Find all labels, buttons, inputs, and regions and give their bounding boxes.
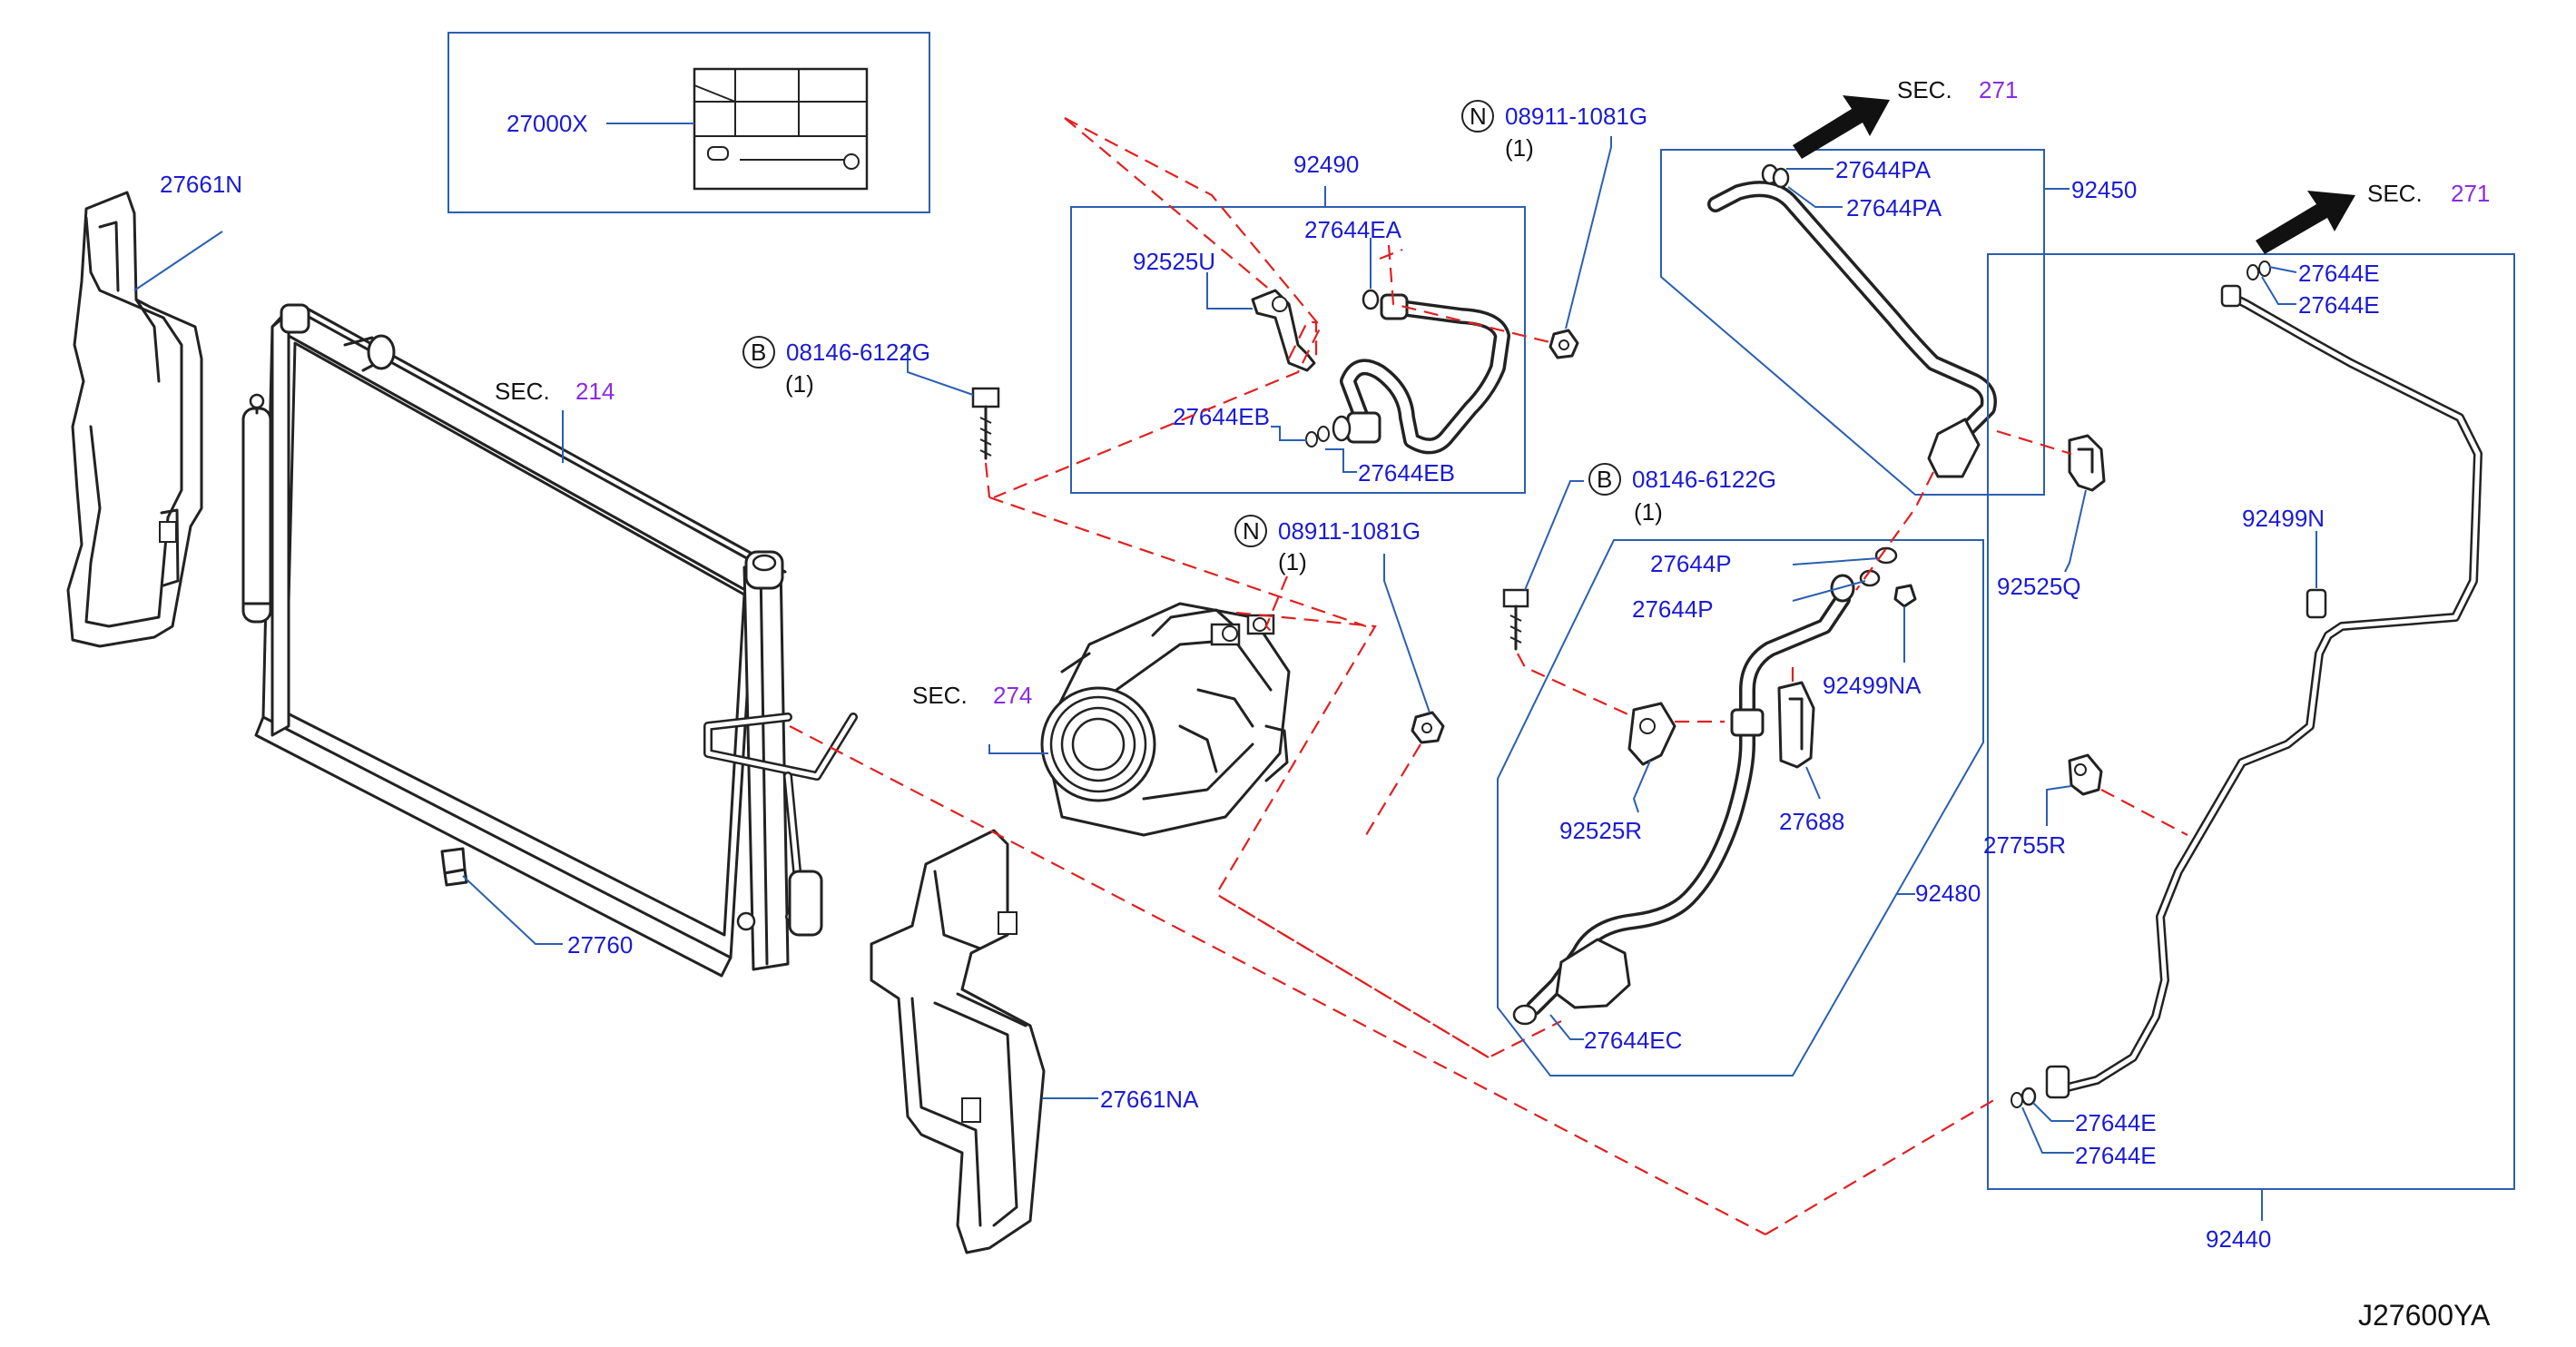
clip-27755r xyxy=(2068,753,2103,796)
label-27644e-2: 27644E xyxy=(2298,291,2380,319)
label-27644e-4: 27644E xyxy=(2075,1142,2157,1169)
label-27760: 27760 xyxy=(567,931,633,959)
label-92525u: 92525U xyxy=(1133,248,1215,275)
sec-274-number: 274 xyxy=(993,682,1032,709)
condenser xyxy=(241,303,858,978)
badge-n-a: N xyxy=(1461,100,1494,133)
compressor xyxy=(1040,602,1291,837)
hose-92480 xyxy=(1512,546,1917,1026)
label-08146-a: 08146-6122G xyxy=(786,339,930,366)
label-27644ec: 27644EC xyxy=(1584,1027,1682,1054)
label-92525r: 92525R xyxy=(1559,817,1642,844)
label-27644p-2: 27644P xyxy=(1632,595,1714,623)
pipe-92440 xyxy=(2011,261,2483,1108)
bolt-08146b xyxy=(1502,588,1529,651)
qty-08146-b: (1) xyxy=(1634,498,1663,526)
air-guide-left-upper xyxy=(66,191,203,648)
box-92440 xyxy=(1987,253,2515,1190)
label-27644ea: 27644EA xyxy=(1304,216,1402,243)
bracket-27688 xyxy=(1777,681,1815,769)
bolt-08146a xyxy=(971,387,1000,460)
label-27644eb-2: 27644EB xyxy=(1358,459,1455,487)
diagram-id: J27600YA xyxy=(2358,1299,2491,1332)
hose-92490 xyxy=(1305,289,1510,455)
label-92490: 92490 xyxy=(1293,151,1359,178)
label-27644e-3: 27644E xyxy=(2075,1109,2157,1136)
sec-271b-number: 271 xyxy=(2451,180,2490,207)
qty-08146-a: (1) xyxy=(785,370,814,398)
label-92499na: 92499NA xyxy=(1823,672,1922,699)
label-92440: 92440 xyxy=(2206,1225,2271,1253)
label-27688: 27688 xyxy=(1779,808,1844,835)
sec-271b-prefix: SEC. xyxy=(2367,180,2423,207)
sec-274-prefix: SEC. xyxy=(912,682,968,709)
svg-text:B: B xyxy=(1597,466,1612,493)
clamp-92525q xyxy=(2068,434,2106,492)
label-27644pa-1: 27644PA xyxy=(1835,156,1932,183)
badge-b-b: B xyxy=(1588,463,1621,496)
sec-214-prefix: SEC. xyxy=(495,378,550,405)
nut-08911a xyxy=(1549,329,1579,359)
label-27644eb-1: 27644EB xyxy=(1173,403,1270,430)
qty-08911-b: (1) xyxy=(1278,548,1307,575)
label-inset: 27000X xyxy=(447,32,930,213)
sec-271a-prefix: SEC. xyxy=(1897,76,1952,103)
label-08911-b: 08911-1081G xyxy=(1278,517,1421,545)
caution-label-icon xyxy=(693,67,869,191)
arrow-sec-271a-icon xyxy=(1793,95,1890,159)
svg-text:N: N xyxy=(1470,103,1487,130)
svg-text:B: B xyxy=(751,339,766,366)
box-92480 xyxy=(1497,539,1984,1077)
label-08911-a: 08911-1081G xyxy=(1505,103,1647,130)
label-27661n: 27661N xyxy=(160,171,242,198)
air-guide-lower xyxy=(870,829,1046,1254)
box-92490 xyxy=(1070,206,1526,494)
label-92450: 92450 xyxy=(2071,176,2137,203)
label-27755r: 27755R xyxy=(1983,831,2066,859)
label-27661na: 27661NA xyxy=(1100,1086,1199,1113)
badge-n-b: N xyxy=(1234,515,1267,547)
svg-text:N: N xyxy=(1243,517,1260,545)
box-92450 xyxy=(1660,149,2045,496)
qty-08911-a: (1) xyxy=(1505,134,1534,162)
label-27644pa-2: 27644PA xyxy=(1846,194,1942,221)
clamp-92525r xyxy=(1627,702,1676,766)
label-27644p-1: 27644P xyxy=(1650,550,1732,577)
label-27000x: 27000X xyxy=(506,110,588,137)
nut-08911b xyxy=(1411,711,1445,744)
label-92480: 92480 xyxy=(1915,880,1981,907)
label-92499n: 92499N xyxy=(2242,505,2325,532)
badge-b-a: B xyxy=(742,336,775,369)
label-27644e-1: 27644E xyxy=(2298,260,2380,287)
label-92525q: 92525Q xyxy=(1997,573,2081,600)
clamp-92525u xyxy=(1251,289,1316,372)
arrow-sec-271b-icon xyxy=(2256,191,2355,254)
bracket-27760 xyxy=(440,847,468,887)
sec-271a-number: 271 xyxy=(1979,76,2018,103)
sec-214-number: 214 xyxy=(575,378,615,405)
label-08146-b: 08146-6122G xyxy=(1632,466,1776,493)
